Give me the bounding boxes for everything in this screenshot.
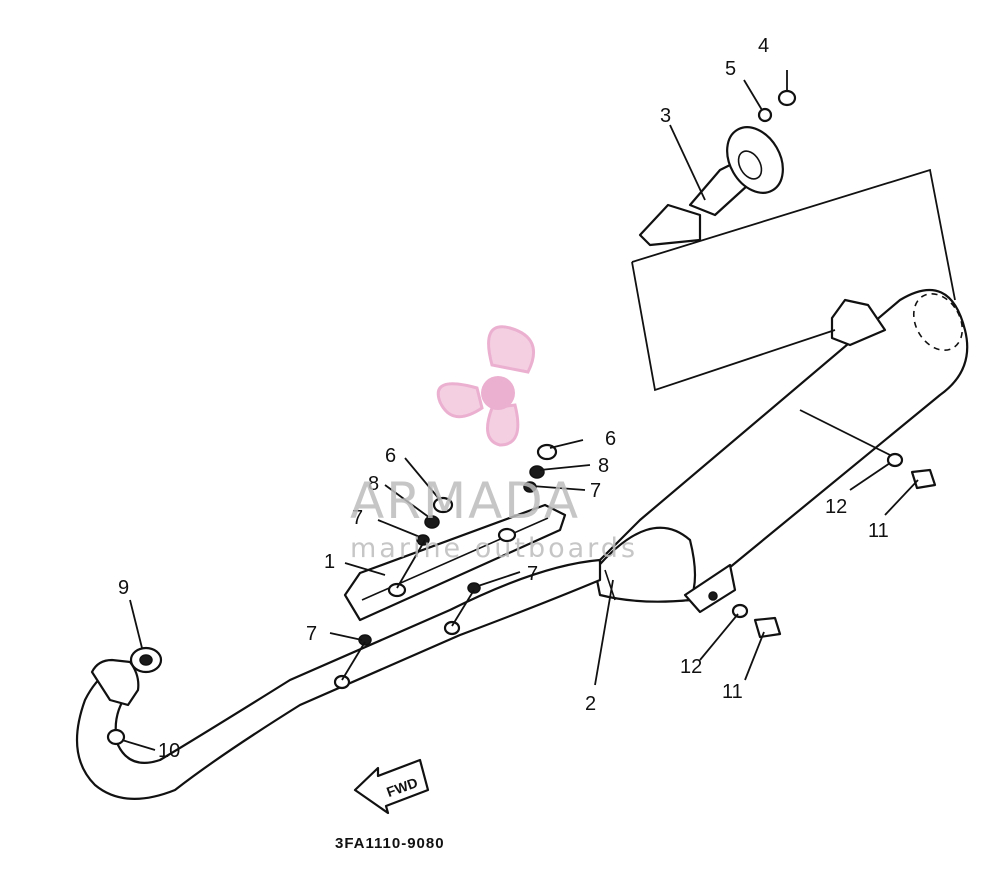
- callout-11a: 11: [868, 520, 889, 542]
- callout-5: 5: [725, 58, 736, 80]
- callout-3: 3: [660, 105, 671, 127]
- callout-7b: 7: [352, 507, 363, 529]
- callout-8a: 8: [598, 455, 609, 477]
- callout-labels: 4 5 3 6 8 7 6 8 7 1 7 7 9 10 2 12 11 12 …: [118, 35, 889, 762]
- propeller-logo-icon: [436, 325, 536, 447]
- callout-11b: 11: [722, 681, 743, 703]
- callout-7a: 7: [590, 480, 601, 502]
- leader-lines: [121, 70, 956, 751]
- callout-6a: 6: [605, 428, 616, 450]
- armada-watermark: ARMADA marine outboards: [350, 325, 638, 564]
- silencer-insert: [638, 126, 784, 247]
- callout-6b: 6: [385, 445, 396, 467]
- callout-12b: 12: [680, 656, 702, 678]
- watermark-tagline: marine outboards: [350, 533, 638, 564]
- callout-2: 2: [585, 693, 596, 715]
- callout-7c: 7: [527, 563, 538, 585]
- callout-1: 1: [324, 551, 335, 573]
- watermark-brand: ARMADA: [350, 472, 580, 530]
- callout-8b: 8: [368, 473, 379, 495]
- callout-9: 9: [118, 577, 129, 599]
- callout-10: 10: [158, 740, 180, 762]
- forward-direction-arrow: FWD: [353, 758, 430, 815]
- callout-12a: 12: [825, 496, 847, 518]
- callout-7d: 7: [306, 623, 317, 645]
- part-code: 3FA1110-9080: [335, 835, 445, 852]
- callout-4: 4: [758, 35, 769, 57]
- fasteners: [106, 89, 937, 746]
